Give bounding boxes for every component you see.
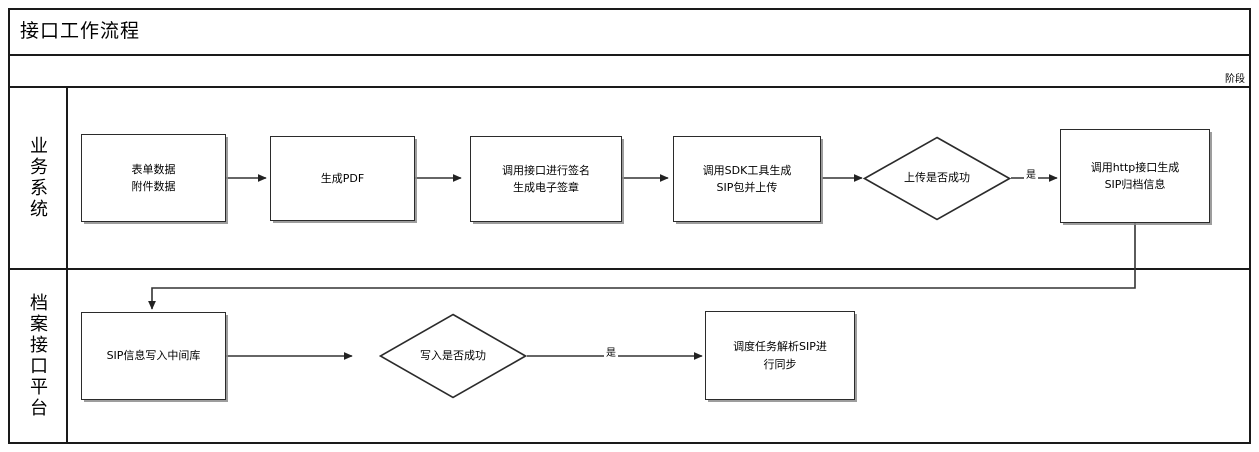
lane-header-archive-interface-platform: 档案接口平台 [8,270,68,442]
node-generate-pdf[interactable]: 生成PDF [270,136,415,221]
page-title: 接口工作流程 [20,19,141,42]
lane-label-text: 业务系统 [27,136,48,220]
node-write-success-decision[interactable]: 写入是否成功 [379,313,527,399]
node-call-signature-interface[interactable]: 调用接口进行签名 生成电子签章 [470,136,622,222]
edge-label-upload-success-yes: 是 [1024,170,1038,181]
lane-label-text: 档案接口平台 [27,293,48,419]
lane-body-archive-interface-platform [68,270,1251,442]
node-label-line2: 行同步 [763,357,797,371]
node-label-line1: 调用http接口生成 [1090,160,1180,174]
decision-diamond-shape [863,136,1011,221]
node-label-line1: SIP信息写入中间库 [106,349,201,363]
node-label-line2: 生成电子签章 [513,181,579,194]
node-label-line1: 调度任务解析SIP进 [733,340,827,354]
node-write-sip-to-middle-db[interactable]: SIP信息写入中间库 [81,312,226,400]
phase-header-row: 阶段 [8,56,1251,88]
decision-diamond-shape [379,313,527,399]
node-http-generate-sip-archive[interactable]: 调用http接口生成 SIP归档信息 [1060,129,1210,223]
node-label-line1: 调用SDK工具生成 [702,163,792,177]
node-schedule-parse-sip-sync[interactable]: 调度任务解析SIP进 行同步 [705,311,855,400]
node-form-attachment-data[interactable]: 表单数据 附件数据 [81,134,226,222]
node-label-line2: SIP归档信息 [1104,178,1166,191]
node-label-line1: 生成PDF [320,171,365,185]
node-upload-success-decision[interactable]: 上传是否成功 [863,136,1011,221]
diagram-title-bar: 接口工作流程 [8,8,1251,56]
node-label-line2: 附件数据 [131,180,176,193]
node-sdk-generate-sip-upload[interactable]: 调用SDK工具生成 SIP包并上传 [673,136,821,222]
edge-label-write-success-yes: 是 [604,348,618,359]
node-label-line2: SIP包并上传 [716,181,778,194]
node-label-line1: 表单数据 [131,162,176,176]
node-label-line1: 调用接口进行签名 [502,163,590,177]
lane-header-business-system: 业务系统 [8,88,68,270]
node-label-line1: 上传是否成功 [904,171,970,185]
node-label-line1: 写入是否成功 [420,348,486,362]
phase-header-label: 阶段 [1225,74,1245,85]
